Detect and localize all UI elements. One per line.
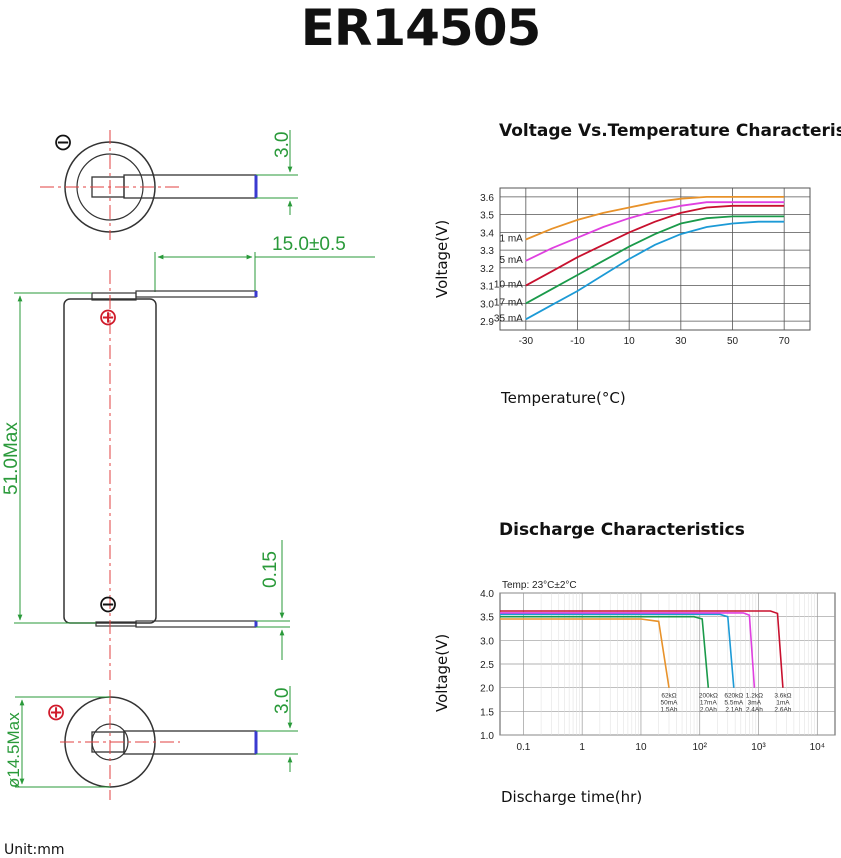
series-label: 50mA — [661, 700, 679, 707]
tab-thickness-dim-top: 3.0 — [272, 132, 293, 158]
series-label: 2.0Ah — [700, 707, 717, 714]
series-label: 5.5mA — [724, 700, 743, 707]
tab-thickness-dim-bottom: 3.0 — [272, 688, 293, 714]
series-label: 62kΩ — [661, 693, 676, 700]
series-line — [500, 615, 710, 688]
x-tick-label: 50 — [727, 336, 739, 347]
discharge-chart-title: Discharge Characteristics — [499, 520, 745, 540]
series-line — [525, 201, 785, 262]
series-label: 5 mA — [499, 255, 523, 266]
series-label: 3mA — [748, 700, 762, 707]
x-tick-label: 10⁴ — [810, 742, 825, 753]
series-line — [525, 215, 785, 305]
y-tick-label: 2.0 — [480, 684, 494, 695]
series-label: 1 mA — [499, 233, 523, 244]
y-tick-label: 3.0 — [480, 636, 494, 647]
x-tick-label: 10 — [635, 742, 647, 753]
diameter-dim: ø14.5Max — [4, 712, 23, 788]
series-line — [525, 195, 785, 241]
series-label: 3.6kΩ — [774, 693, 791, 700]
x-tick-label: 10 — [624, 336, 636, 347]
x-tick-label: 1 — [579, 742, 585, 753]
y-tick-label: 1.0 — [480, 731, 494, 742]
series-label: 2.6Ah — [774, 707, 791, 714]
series-label: 35 mA — [494, 313, 523, 324]
y-tick-label: 3.5 — [480, 211, 494, 222]
discharge-ylabel: Voltage(V) — [433, 633, 451, 712]
series-label: 1.2kΩ — [746, 693, 763, 700]
unit-note: Unit:mm — [4, 842, 65, 858]
voltage-temp-chart: 2.9 3.0 3.1 3.2 3.3 3.4 3.5 3.6 -30 -10 10 30 50 70 1 … — [480, 187, 811, 347]
side-plus-symbol: ⊕ — [98, 304, 118, 331]
x-tick-label: 10³ — [751, 742, 766, 753]
y-tick-label: 3.5 — [480, 613, 494, 624]
voltage-temp-chart-title: Voltage Vs.Temperature Characteristics — [499, 121, 841, 141]
tab-length-dim: 15.0±0.5 — [272, 234, 346, 255]
page-title: ER14505 — [300, 0, 542, 57]
x-tick-label: 10² — [693, 742, 708, 753]
series-label: 1mA — [776, 700, 790, 707]
protrusion-dim: 0.15 — [260, 551, 281, 588]
series-line — [500, 610, 784, 688]
y-tick-label: 3.2 — [480, 264, 494, 275]
discharge-chart: Temp: 23°C±2°C 1.0 1.5 2.0 2.5 3.0 3.5 4.0 0.1 1 1… — [480, 580, 836, 753]
y-tick-label: 3.6 — [480, 193, 494, 204]
y-tick-label: 1.5 — [480, 707, 494, 718]
x-tick-label: -30 — [519, 336, 534, 347]
bottom-end-view: ⊕ ø14.5Max 3.0 — [4, 686, 298, 800]
series-label: 1.5Ah — [661, 707, 678, 714]
y-tick-label: 2.5 — [480, 660, 494, 671]
y-tick-label: 3.3 — [480, 246, 494, 257]
x-tick-label: 30 — [675, 336, 687, 347]
y-tick-label: 2.9 — [480, 317, 494, 328]
y-tick-label: 3.4 — [480, 228, 494, 239]
top-minus-symbol: ⊖ — [53, 129, 73, 156]
voltage-temp-ylabel: Voltage(V) — [433, 219, 451, 298]
side-view: 15.0±0.5 ⊕ ⊖ 51.0Max 0.15 — [1, 234, 375, 680]
series-line — [500, 612, 756, 688]
body-length-dim: 51.0Max — [1, 422, 22, 495]
series-label: 2.4Ah — [746, 707, 763, 714]
bottom-plus-symbol: ⊕ — [46, 699, 66, 726]
series-label: 10 mA — [494, 280, 523, 291]
discharge-xlabel: Discharge time(hr) — [501, 788, 643, 806]
y-tick-label: 3.0 — [480, 299, 494, 310]
x-tick-label: 70 — [779, 336, 791, 347]
y-tick-label: 3.1 — [480, 282, 494, 293]
series-line — [525, 204, 785, 287]
series-label: 17mA — [700, 700, 718, 707]
y-tick-label: 4.0 — [480, 589, 494, 600]
battery-drawing: ⊖ 3.0 15.0±0.5 ⊕ ⊖ 51.0Max — [1, 129, 375, 800]
voltage-temp-xlabel: Temperature(°C) — [501, 389, 626, 407]
series-label: 2.1Ah — [725, 707, 742, 714]
top-end-view: ⊖ 3.0 — [40, 129, 298, 240]
series-line — [500, 618, 670, 688]
series-label: 620kΩ — [724, 693, 743, 700]
series-label: 200kΩ — [699, 693, 718, 700]
side-minus-symbol: ⊖ — [98, 591, 118, 618]
series-line — [525, 220, 785, 321]
series-line — [500, 613, 735, 688]
series-label: 17 mA — [494, 297, 523, 308]
plot-frame — [499, 187, 811, 331]
x-tick-label: -10 — [570, 336, 585, 347]
x-tick-label: 0.1 — [516, 742, 530, 753]
temp-annotation: Temp: 23°C±2°C — [502, 580, 577, 591]
